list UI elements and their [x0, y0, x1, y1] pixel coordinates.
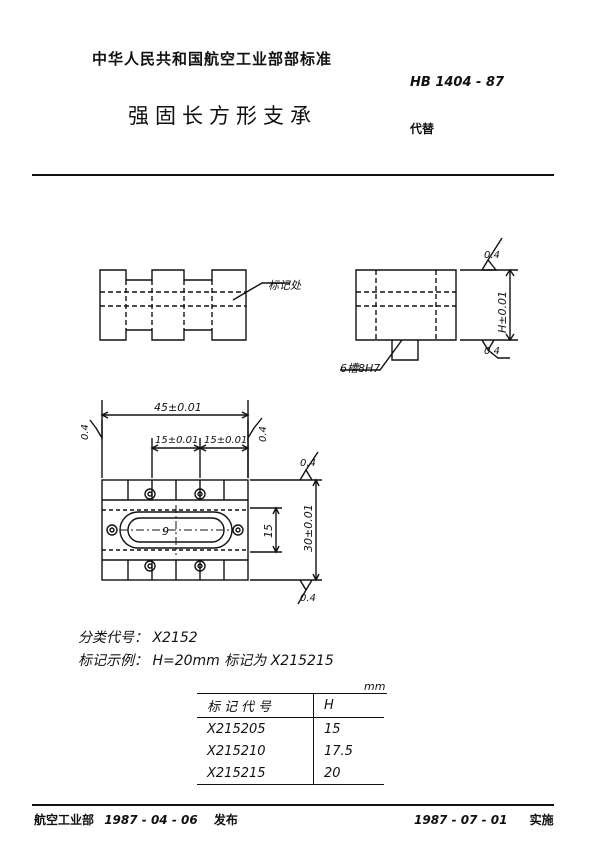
effective-date: 1987 - 07 - 01 — [414, 813, 508, 827]
table-cell: 17.5 — [324, 743, 353, 759]
plan-view-outline — [101, 479, 249, 581]
center-hole-label: 9 — [162, 525, 169, 538]
slot-pitch-right-dimension: 15±0.01 — [204, 435, 247, 446]
table-header: 标记代号 — [197, 694, 314, 718]
roughness-side-bottom: 0.4 — [484, 346, 500, 357]
center-slot — [119, 511, 233, 549]
issue-info: 航空工业部 1987 - 04 - 06 发布 — [34, 811, 238, 828]
marking-example-value: H=20mm 标记为 X215215 — [152, 653, 334, 669]
effective-label: 实施 — [529, 813, 554, 827]
table-cell: X215210 — [197, 740, 314, 762]
table-cell: 20 — [313, 762, 384, 785]
issue-date: 1987 - 04 - 06 — [104, 813, 198, 827]
table-cell: X215205 — [197, 717, 314, 740]
table-cell: X215215 — [197, 762, 314, 785]
mark-location-label: 标记处 — [268, 279, 302, 292]
roughness-plan-bottom: 0.4 — [300, 593, 316, 604]
roughness-plan-left: 0.4 — [80, 424, 91, 440]
height-dimension: 30±0.01 — [302, 504, 315, 552]
table-header-row: 标记代号 H — [197, 694, 384, 718]
slot-pitch-left-dimension: 15±0.01 — [155, 435, 198, 446]
table-top-rule — [197, 693, 387, 694]
effective-info: 1987 - 07 - 01 实施 — [414, 811, 554, 828]
code-table: 标记代号 H X215205 15 X215210 17.5 X215215 2… — [197, 694, 384, 785]
side-view-outline — [355, 269, 457, 361]
document-title: 强固长方形支承 — [128, 104, 317, 128]
marking-example-row: 标记示例： H=20mm 标记为 X215215 — [78, 650, 334, 670]
roughness-plan-top: 0.4 — [300, 458, 316, 469]
issuer: 航空工业部 — [34, 813, 95, 827]
footer-rule — [32, 804, 554, 806]
marking-example-label: 标记示例： — [78, 653, 148, 669]
table-unit: mm — [364, 680, 386, 693]
screw-holes — [106, 488, 244, 572]
table-row: X215215 20 — [197, 762, 384, 785]
table-cell: 15 — [324, 721, 341, 737]
table-row: X215205 15 — [197, 717, 384, 740]
overall-width-dimension: 45±0.01 — [154, 401, 202, 414]
header-rule — [32, 174, 554, 176]
roughness-side-top: 0.4 — [484, 250, 500, 261]
table-header: H — [313, 694, 384, 718]
slot-height-dimension: 15 — [262, 524, 275, 538]
issued-label: 发布 — [213, 813, 238, 827]
standard-number: HB 1404 - 87 — [410, 75, 505, 90]
height-tolerance-label: H±0.01 — [496, 291, 509, 333]
slot-spec-label: 6槽8H7 — [340, 362, 380, 375]
classification-row: 分类代号： X2152 — [78, 627, 198, 647]
roughness-plan-right: 0.4 — [258, 426, 269, 442]
classification-label: 分类代号： — [78, 630, 148, 646]
front-view-outline — [99, 269, 247, 341]
classification-value: X2152 — [152, 630, 198, 646]
issuing-authority: 中华人民共和国航空工业部部标准 — [92, 50, 333, 68]
replaces-label: 代替 — [410, 122, 435, 136]
table-row: X215210 17.5 — [197, 740, 384, 762]
